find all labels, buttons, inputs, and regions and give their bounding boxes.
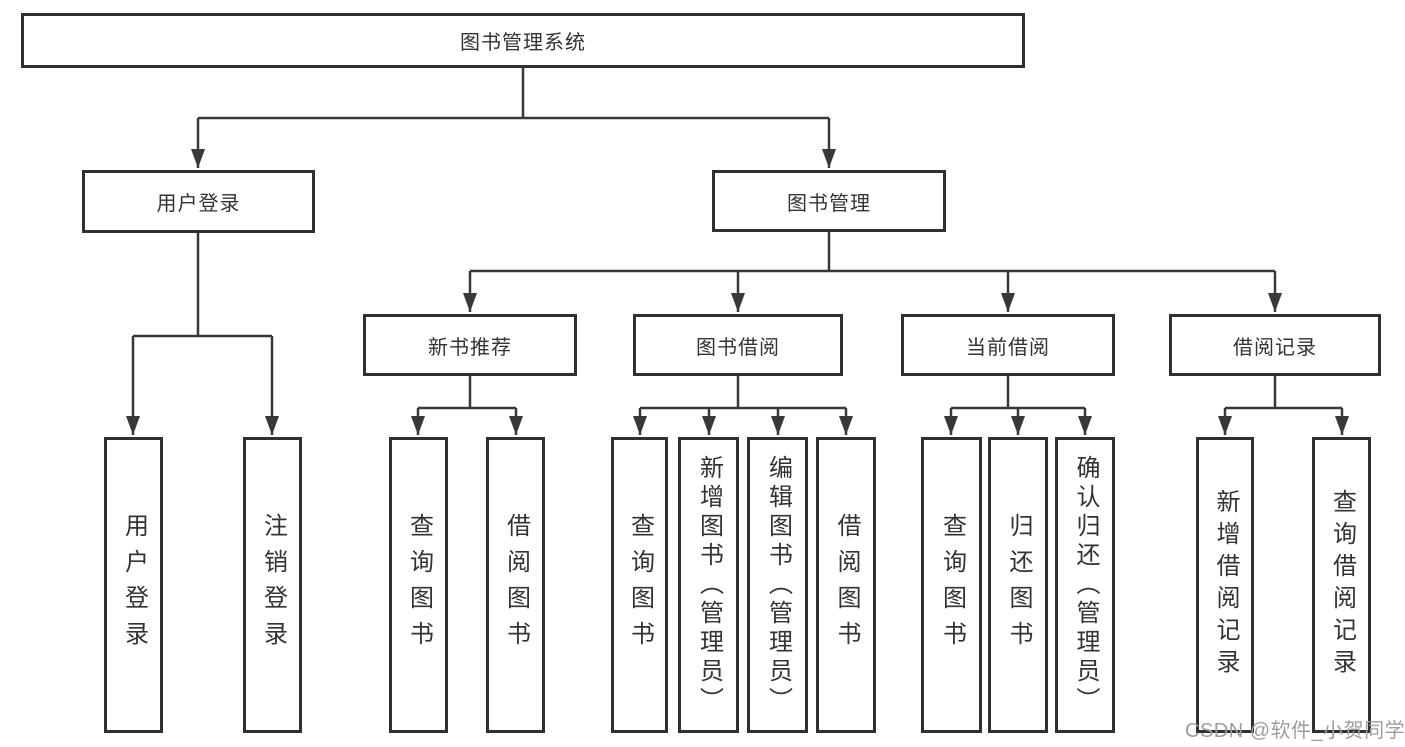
node-label: 用户登录 bbox=[156, 193, 241, 215]
node-label: 新增图书（管理员） bbox=[695, 454, 723, 716]
node-label: 查询图书 bbox=[626, 513, 654, 657]
leaf-add-book-admin: 新增图书（管理员） bbox=[678, 437, 739, 733]
node-label: 当前借阅 bbox=[966, 336, 1050, 359]
node-label: 归还图书 bbox=[1005, 513, 1032, 657]
node-label: 图书管理 bbox=[787, 192, 871, 215]
node-borrowing-records: 借阅记录 bbox=[1169, 314, 1381, 376]
leaf-query-borrow-record: 查询借阅记录 bbox=[1312, 437, 1371, 733]
node-label: 新增借阅记录 bbox=[1212, 489, 1239, 681]
leaf-query-books-recommend: 查询图书 bbox=[389, 437, 448, 733]
node-label: 借阅记录 bbox=[1233, 336, 1317, 359]
connector-book-management-to-level3 bbox=[463, 232, 1282, 312]
leaf-query-books-borrowing: 查询图书 bbox=[611, 437, 668, 733]
node-label: 查询图书 bbox=[938, 513, 966, 657]
node-library-management-system: 图书管理系统 bbox=[21, 13, 1025, 68]
node-label: 编辑图书（管理员） bbox=[764, 454, 792, 716]
connector-new-book-recommend-to-leaves bbox=[411, 376, 523, 435]
leaf-edit-book-admin: 编辑图书（管理员） bbox=[747, 437, 808, 733]
node-label: 查询图书 bbox=[405, 513, 433, 657]
node-label: 注销登录 bbox=[259, 513, 287, 657]
node-user-login: 用户登录 bbox=[82, 170, 315, 233]
node-label: 借阅图书 bbox=[833, 513, 860, 657]
node-book-management: 图书管理 bbox=[712, 170, 946, 232]
node-label: 图书借阅 bbox=[696, 336, 780, 359]
node-label: 借阅图书 bbox=[502, 513, 530, 657]
connector-borrowing-records-to-leaves bbox=[1218, 376, 1349, 435]
node-label: 用户登录 bbox=[120, 513, 148, 657]
connector-current-borrowing-to-leaves bbox=[944, 376, 1092, 435]
node-label: 确认归还（管理员） bbox=[1072, 454, 1099, 716]
node-label: 查询借阅记录 bbox=[1328, 489, 1356, 681]
leaf-add-borrow-record: 新增借阅记录 bbox=[1196, 437, 1254, 733]
leaf-logout: 注销登录 bbox=[243, 437, 302, 733]
leaf-borrow-books-borrowing: 借阅图书 bbox=[816, 437, 876, 733]
leaf-user-login: 用户登录 bbox=[104, 437, 163, 733]
node-label: 新书推荐 bbox=[428, 336, 512, 359]
node-book-borrowing: 图书借阅 bbox=[633, 314, 843, 376]
leaf-confirm-return-admin: 确认归还（管理员） bbox=[1055, 437, 1115, 733]
connector-user-login-to-leaves bbox=[126, 233, 279, 435]
leaf-return-book: 归还图书 bbox=[988, 437, 1048, 733]
leaf-query-books-current: 查询图书 bbox=[921, 437, 982, 733]
node-current-borrowing: 当前借阅 bbox=[901, 314, 1115, 376]
watermark-csdn: CSDN @软件_小贺同学 bbox=[1185, 720, 1405, 742]
leaf-borrow-books-recommend: 借阅图书 bbox=[486, 437, 545, 733]
node-new-book-recommend: 新书推荐 bbox=[363, 314, 577, 376]
connector-root-to-level2 bbox=[191, 68, 836, 168]
connector-book-borrowing-to-leaves bbox=[633, 376, 853, 435]
node-label: 图书管理系统 bbox=[460, 32, 586, 54]
